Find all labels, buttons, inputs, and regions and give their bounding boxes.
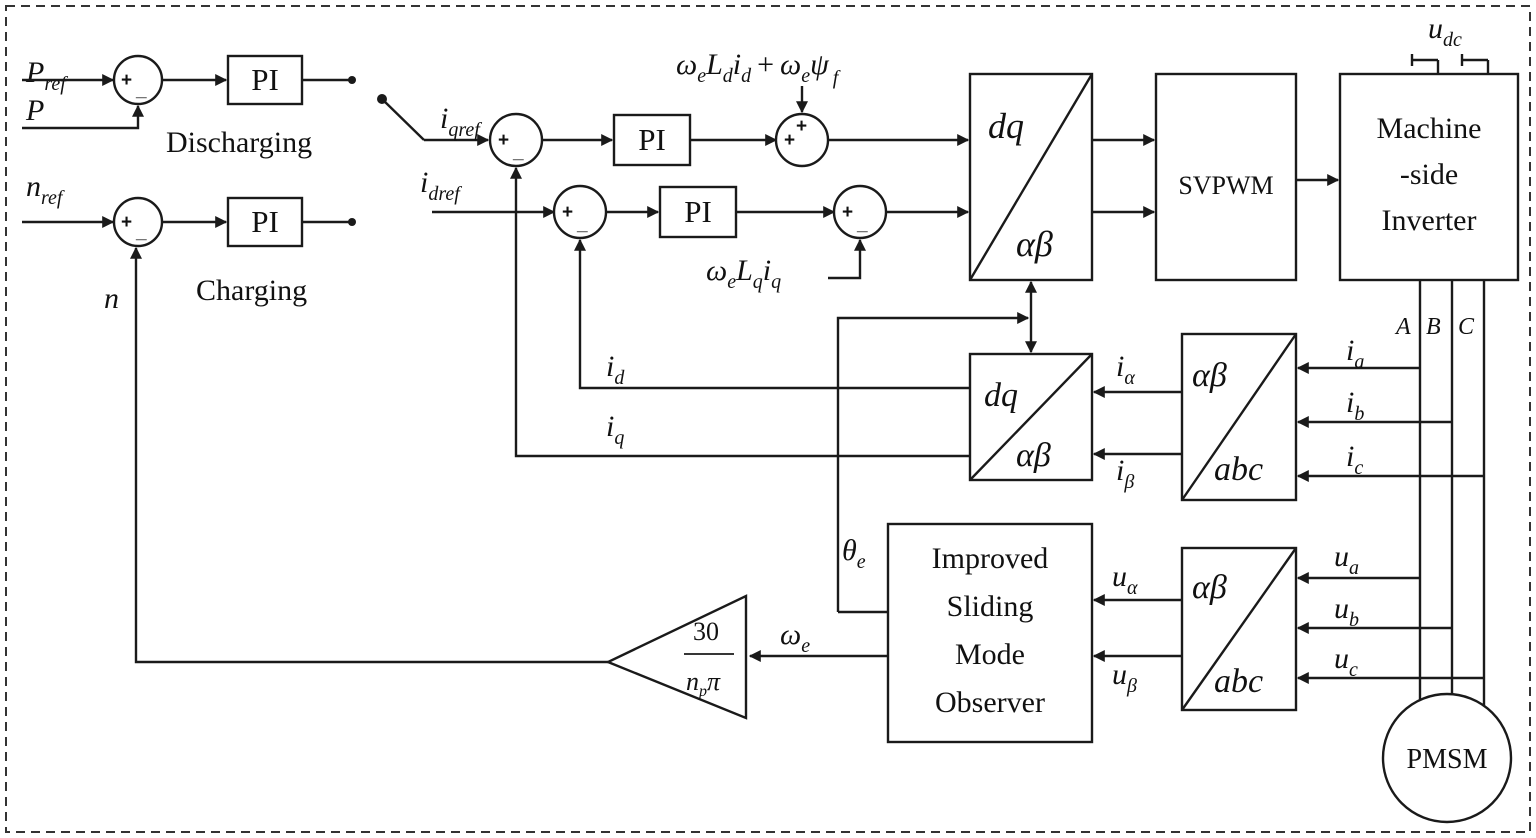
- svg-text:ic: ic: [1346, 440, 1363, 479]
- svg-text:_: _: [856, 214, 868, 235]
- sliding-mode-observer: Improved Sliding Mode Observer: [886, 522, 1094, 744]
- p-ref-label: Pref: [25, 56, 68, 95]
- svg-text:Improved: Improved: [932, 542, 1049, 575]
- svg-text:PI: PI: [251, 62, 279, 97]
- power-loop: Pref P + _ PI Discharging: [22, 54, 356, 159]
- svg-text:PI: PI: [251, 204, 279, 239]
- theta-e-label: θe: [842, 534, 866, 573]
- svg-text:_: _: [512, 142, 524, 163]
- mode-switch: iqref: [377, 94, 490, 146]
- svg-text:+: +: [796, 116, 807, 137]
- svg-text:abc: abc: [1214, 451, 1263, 488]
- charging-label: Charging: [196, 274, 307, 307]
- svg-text:ia: ia: [1346, 334, 1364, 373]
- voltage-taps: ua ub uc: [1296, 540, 1484, 684]
- svg-text:PMSM: PMSM: [1407, 744, 1488, 775]
- speed-gain-block: 30 npπ: [605, 594, 748, 720]
- svg-text:_: _: [135, 222, 147, 243]
- svg-text:B: B: [1426, 314, 1441, 340]
- clarke-current-block: αβ abc: [1180, 332, 1298, 502]
- svg-text:+: +: [784, 130, 795, 151]
- id-ref-label: idref: [420, 166, 462, 205]
- pmsm-motor: [1381, 692, 1513, 824]
- svg-text:PI: PI: [638, 122, 666, 157]
- three-phase-lines: A B C: [1394, 280, 1486, 738]
- inverse-park-block: dq αβ: [968, 72, 1094, 282]
- pi-block-speed: [226, 196, 304, 248]
- svg-text:abc: abc: [1214, 663, 1263, 700]
- svg-text:ua: ua: [1334, 540, 1359, 579]
- svg-text:_: _: [135, 80, 147, 101]
- svg-text:+: +: [498, 130, 509, 151]
- svg-text:_: _: [576, 214, 588, 235]
- svg-text:+: +: [121, 212, 132, 233]
- iq-ref-label: iqref: [440, 102, 482, 141]
- switch-contact-charging: [348, 218, 356, 226]
- svg-text:PI: PI: [684, 194, 712, 229]
- svg-text:+: +: [562, 202, 573, 223]
- svg-text:iβ: iβ: [1116, 454, 1134, 493]
- n-ref-label: nref: [26, 170, 65, 209]
- n-feedback-label: n: [104, 282, 119, 315]
- svg-text:Observer: Observer: [935, 686, 1045, 719]
- discharging-label: Discharging: [166, 126, 312, 159]
- iq-feedback-label: iq: [606, 410, 624, 449]
- svg-text:Inverter: Inverter: [1382, 204, 1477, 237]
- svg-text:αβ: αβ: [1192, 569, 1227, 606]
- speed-loop: nref + _ PI Charging n: [22, 170, 356, 315]
- svg-text:SVPWM: SVPWM: [1178, 171, 1273, 200]
- svg-text:iα: iα: [1116, 350, 1135, 389]
- svg-text:30: 30: [693, 617, 719, 646]
- park-block: dq αβ: [968, 352, 1094, 482]
- svpwm-block: [1154, 72, 1298, 282]
- svg-text:ub: ub: [1334, 592, 1359, 631]
- pi-block-power: [226, 54, 304, 106]
- pi-block-iq: [612, 113, 692, 167]
- svg-text:αβ: αβ: [1016, 224, 1053, 264]
- udc-label: udc: [1428, 12, 1462, 51]
- outer-border: [5, 5, 1531, 833]
- id-feedback-label: id: [606, 350, 625, 389]
- svg-text:αβ: αβ: [1192, 357, 1227, 394]
- svg-text:+: +: [121, 70, 132, 91]
- svg-text:Sliding: Sliding: [947, 590, 1034, 623]
- d-axis-current-loop: idref + _ PI + _ ωeLqiq: [420, 166, 970, 293]
- svg-text:dq: dq: [988, 106, 1024, 146]
- svg-text:-side: -side: [1400, 158, 1458, 191]
- svg-text:npπ: npπ: [686, 667, 721, 700]
- svg-text:C: C: [1458, 314, 1475, 340]
- omega-e-label: ωe: [780, 618, 810, 657]
- svg-text:dq: dq: [984, 377, 1018, 414]
- svg-text:+: +: [842, 202, 853, 223]
- svg-text:αβ: αβ: [1016, 437, 1051, 474]
- svg-text:uc: uc: [1334, 642, 1358, 681]
- switch-contact-discharging: [348, 76, 356, 84]
- svg-text:A: A: [1394, 314, 1411, 340]
- current-taps: ia ib ic: [1296, 334, 1484, 482]
- svg-text:uβ: uβ: [1112, 658, 1137, 697]
- svg-text:Machine: Machine: [1377, 112, 1482, 145]
- d-feedforward-term: ωeLqiq: [706, 254, 781, 293]
- p-label: P: [25, 94, 44, 127]
- svg-text:uα: uα: [1112, 560, 1138, 599]
- clarke-voltage-block: αβ abc: [1180, 546, 1298, 712]
- svg-text:ib: ib: [1346, 386, 1364, 425]
- svg-text:Mode: Mode: [955, 638, 1025, 671]
- machine-side-inverter: Machine -side Inverter udc: [1338, 12, 1520, 282]
